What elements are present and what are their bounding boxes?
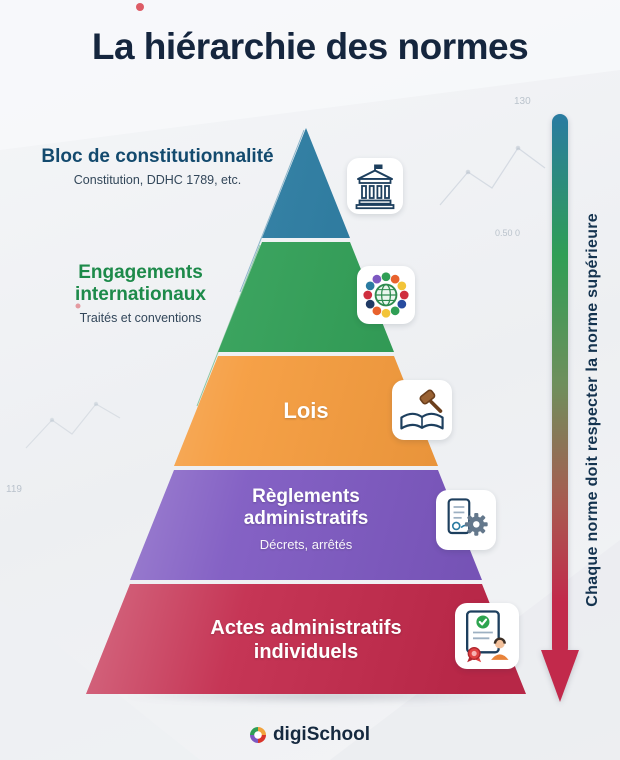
faint-number: 0.50 0: [495, 228, 520, 238]
level-4-title: Règlements administratifs: [243, 486, 369, 530]
level-4-subtitle: Décrets, arrêtés: [259, 536, 353, 552]
arrow-label: Chaque norme doit respecter la norme sup…: [584, 213, 601, 607]
certificate-award-icon: [455, 603, 519, 669]
level-2-subtitle: Traités et conventions: [79, 311, 202, 326]
level-1-title: Bloc de constitutionnalité: [41, 146, 274, 167]
decree-gear-icon: [436, 490, 496, 550]
level-5-title: Actes administratifs individuels: [210, 617, 402, 664]
digischool-logo-text: digiSchool: [272, 724, 371, 745]
norms-pyramid: [86, 128, 526, 694]
globe-flags-icon: [357, 266, 415, 324]
pyramid-level-5-band: [86, 584, 526, 694]
level-1-subtitle: Constitution, DDHC 1789, etc.: [73, 173, 242, 188]
level-3-title: Lois: [283, 398, 329, 423]
pyramid-level-4-band: [130, 470, 482, 580]
arrow-label-wrap: Chaque norme doit respecter la norme sup…: [582, 130, 604, 690]
level-5-label: Actes administratifs individuels: [86, 616, 526, 665]
page-title: La hiérarchie des normes: [91, 26, 529, 67]
level-4-label: Règlements administratifs Décrets, arrêt…: [86, 486, 526, 552]
faint-number: 130: [514, 96, 531, 107]
decorative-dot: [75, 303, 81, 309]
level-2-title: Engagements internationaux: [75, 262, 206, 306]
bank-icon: [347, 158, 403, 214]
level-1-label: Bloc de constitutionnalité Constitution,…: [40, 146, 275, 187]
digischool-logo-mark: [249, 727, 266, 743]
law-book-gavel-icon: [392, 380, 452, 440]
digischool-logo: digiSchool: [0, 724, 620, 746]
level-2-label: Engagements internationaux Traités et co…: [28, 262, 253, 325]
hierarchy-direction-arrow: [538, 112, 582, 704]
faint-number: 119: [6, 484, 22, 495]
decorative-dot: [136, 3, 144, 11]
